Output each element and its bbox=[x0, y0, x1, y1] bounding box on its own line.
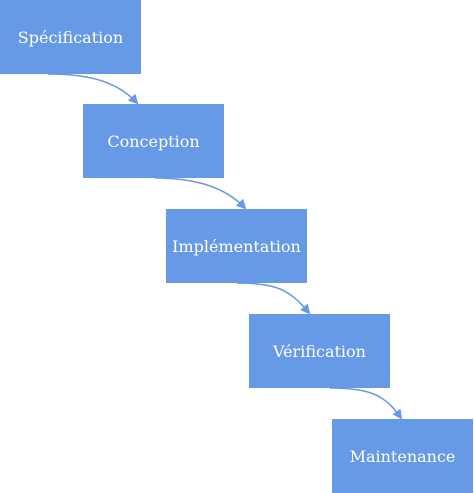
arrow-2 bbox=[154, 177, 247, 210]
step-implementation: Implémentation bbox=[166, 209, 307, 283]
step-specification: Spécification bbox=[0, 0, 141, 74]
step-label: Conception bbox=[107, 131, 200, 151]
step-label: Spécification bbox=[17, 27, 124, 47]
arrow-4 bbox=[329, 387, 403, 420]
step-label: Vérification bbox=[273, 341, 366, 361]
step-conception: Conception bbox=[83, 104, 224, 178]
step-label: Maintenance bbox=[349, 446, 456, 466]
step-verification: Vérification bbox=[249, 314, 390, 388]
step-label: Implémentation bbox=[172, 236, 301, 256]
step-maintenance: Maintenance bbox=[332, 419, 473, 493]
arrow-3 bbox=[236, 282, 311, 315]
arrow-1 bbox=[47, 73, 139, 105]
